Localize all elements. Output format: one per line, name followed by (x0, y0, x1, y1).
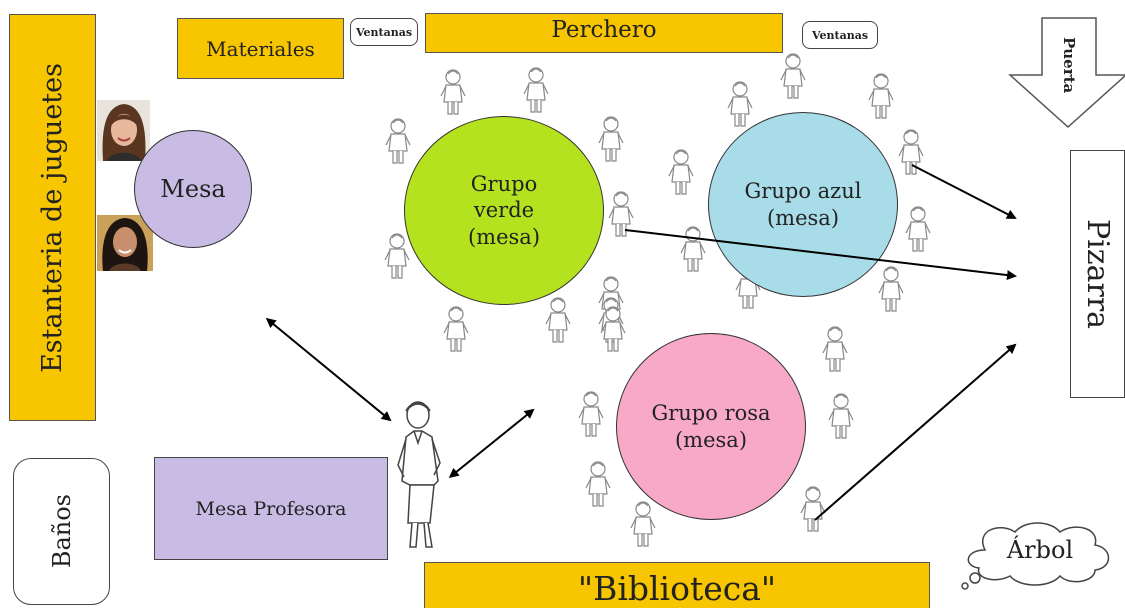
child-icon (384, 232, 410, 282)
bathrooms: Baños (13, 458, 110, 605)
group-blue-label: Grupo azul (mesa) (744, 179, 862, 230)
child-icon (800, 485, 826, 535)
tree-label: Árbol (1006, 536, 1074, 564)
windows-right: Ventanas (802, 21, 878, 49)
child-icon (680, 225, 706, 275)
child-icon (440, 68, 466, 118)
child-icon (598, 115, 624, 165)
arrow-teacher-groups (448, 408, 535, 479)
group-green-label: Grupo verde (mesa) (467, 172, 541, 249)
windows-left: Ventanas (350, 18, 418, 46)
group-blue: Grupo azul (mesa) (708, 112, 898, 297)
teacher-desk: Mesa Profesora (154, 457, 388, 560)
child-icon (385, 117, 411, 167)
toy-shelf: Estanteria de juguetes (9, 14, 96, 421)
windows-right-label: Ventanas (811, 28, 869, 42)
child-icon (727, 80, 753, 130)
child-icon (905, 205, 931, 255)
child-icon (668, 148, 694, 198)
child-icon (868, 72, 894, 122)
table-label: Mesa (160, 175, 226, 203)
tree-label-wrap: Árbol (985, 530, 1095, 570)
toy-shelf-label: Estanteria de juguetes (37, 62, 68, 373)
group-pink: Grupo rosa (mesa) (616, 333, 806, 520)
blackboard-label: Pizarra (1080, 218, 1115, 330)
child-icon (585, 460, 611, 510)
child-icon (600, 305, 626, 355)
teacher-figure (397, 401, 441, 548)
child-icon (878, 265, 904, 315)
child-icon (780, 52, 806, 102)
child-icon (443, 305, 469, 355)
materials-label: Materiales (206, 36, 315, 61)
child-icon (523, 66, 549, 116)
windows-left-label: Ventanas (355, 25, 413, 39)
blackboard: Pizarra (1070, 150, 1125, 398)
tree-cloud (961, 522, 1110, 590)
group-pink-label: Grupo rosa (mesa) (651, 401, 771, 452)
child-icon (545, 296, 571, 346)
library: "Biblioteca" (424, 562, 930, 608)
avatar (97, 215, 153, 271)
door-label-wrap: Puerta (1056, 24, 1082, 106)
library-label: "Biblioteca" (577, 569, 777, 608)
teacher-desk-label: Mesa Profesora (195, 497, 347, 520)
avatar (97, 100, 150, 161)
coat-rack-label: Perchero (551, 17, 657, 43)
materials-box: Materiales (177, 18, 344, 79)
child-icon (630, 500, 656, 550)
bathrooms-label: Baños (47, 494, 76, 569)
arrow-mesa-teacher (265, 317, 392, 422)
table-circle: Mesa (134, 130, 252, 248)
child-icon (898, 128, 924, 178)
group-green: Grupo verde (mesa) (404, 116, 604, 305)
child-icon (608, 190, 634, 240)
door-label: Puerta (1060, 36, 1078, 94)
child-icon (828, 392, 854, 442)
child-icon (822, 325, 848, 375)
coat-rack: Perchero (425, 13, 783, 53)
child-icon (578, 390, 604, 440)
